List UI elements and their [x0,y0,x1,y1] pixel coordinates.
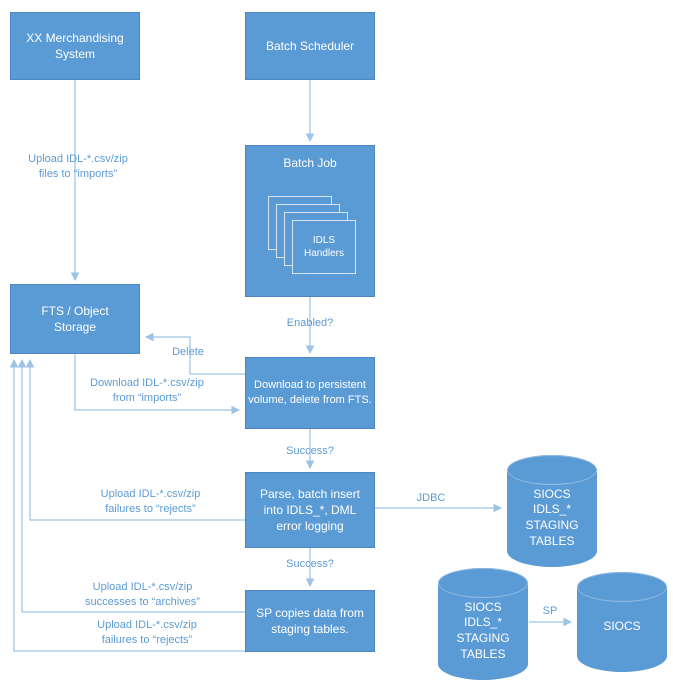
edge-label-delete: Delete [172,346,204,358]
node-merchandising-system: XX Merchandising System [10,12,140,80]
edge-label-upload-rejects-2: Upload IDL-*.csv/zip failures to “reject… [97,619,197,647]
handler-card-front: IDLS Handlers [292,220,356,274]
edge-label-upload-imports: Upload IDL-*.csv/zip files to “imports” [28,153,128,181]
node-parse-batch-insert: Parse, batch insert into IDLS_*, DML err… [245,472,375,548]
node-batch-scheduler: Batch Scheduler [245,12,375,80]
edge-label-success-1: Success? [286,445,334,457]
edge-label-sp: SP [542,605,558,617]
db-label: SIOCS IDLS_* STAGING TABLES [456,599,510,661]
db-siocs: SIOCS [577,572,667,672]
db-siocs-staging-tables-2: SIOCS IDLS_* STAGING TABLES [438,568,528,680]
db-label: SIOCS [603,619,641,634]
batch-job-title: Batch Job [283,156,337,170]
edge-label-download-imports: Download IDL-*.csv/zip from “imports” [90,377,204,405]
db-siocs-staging-tables-1: SIOCS IDLS_* STAGING TABLES [507,455,597,567]
node-fts-object-storage: FTS / Object Storage [10,284,140,354]
edge-label-jdbc: JDBC [416,492,446,504]
edge-label-enabled: Enabled? [286,317,334,329]
edge-label-success-2: Success? [286,558,334,570]
node-sp-copies: SP copies data from staging tables. [245,590,375,652]
db-label: SIOCS IDLS_* STAGING TABLES [525,486,579,548]
edge-label-upload-archives: Upload IDL-*.csv/zip successes to “archi… [85,581,200,609]
edge-label-upload-rejects-1: Upload IDL-*.csv/zip failures to “reject… [100,488,201,516]
node-download-persistent: Download to persistent volume, delete fr… [245,357,375,429]
